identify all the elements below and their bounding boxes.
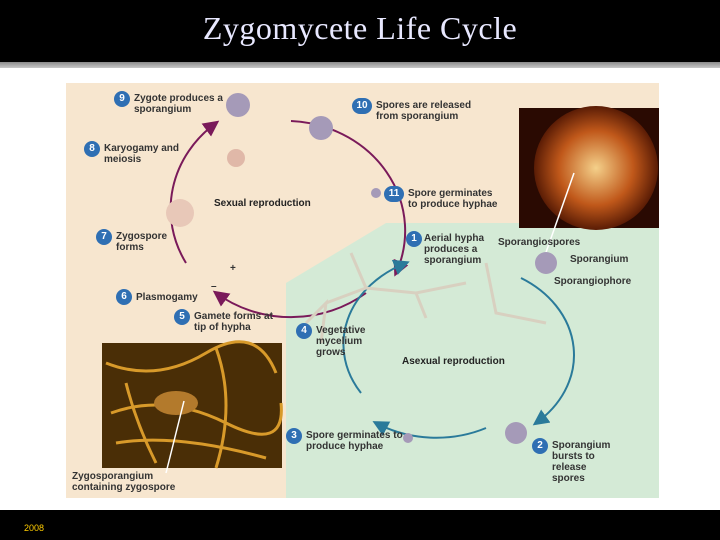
vegetative-mycelium: [304, 252, 547, 344]
zygospore-drawing: [166, 199, 194, 227]
micrograph-pointer: [543, 172, 575, 259]
plus-mating-type: +: [230, 263, 236, 274]
life-cycle-diagram: 1 Aerial hypha produces a sporangium 2 S…: [66, 83, 659, 498]
step-1-label: Aerial hypha produces a sporangium: [424, 233, 485, 266]
step-1-badge: 1: [406, 231, 422, 247]
step-2-badge: 2: [532, 438, 548, 454]
sporangium-micrograph: [534, 106, 658, 230]
title-divider: [0, 62, 720, 68]
sexual-arrow-left: [169, 120, 220, 264]
sexual-arrow-bottom: [212, 290, 367, 319]
step-6-badge: 6: [116, 289, 132, 305]
sporangiospores-label: Sporangiospores: [498, 237, 581, 248]
step-8-label: Karyogamy and meiosis: [104, 143, 180, 165]
germinating-spore-top: [371, 188, 381, 198]
step-4-badge: 4: [296, 323, 312, 339]
germinating-spore-bottom: [403, 433, 413, 443]
slide-title: Zygomycete Life Cycle: [202, 10, 518, 46]
step-8-badge: 8: [84, 141, 100, 157]
step-11-label: Spore germinates to produce hyphae: [408, 188, 498, 210]
diagram-artwork: [102, 93, 659, 498]
zygote-sporangium: [226, 93, 250, 117]
footer-year: 2008: [24, 523, 45, 533]
step-10-badge: 10: [352, 98, 372, 114]
step-9-label: Zygote produces a sporangium: [134, 93, 223, 115]
aerial-sporangium: [535, 252, 557, 274]
step-5-badge: 5: [174, 309, 190, 325]
sporangiophore-label: Sporangiophore: [554, 276, 632, 287]
minus-mating-type: –: [211, 281, 217, 292]
title-bar: [0, 0, 720, 62]
step-5-label: Gamete forms at tip of hypha: [194, 311, 273, 333]
zygospore-pointer: [165, 400, 185, 474]
step-4-label: Vegetative mycelium grows: [316, 325, 366, 358]
step-10-label: Spores are released from sporangium: [376, 100, 472, 122]
step-11-badge: 11: [384, 186, 404, 202]
step-2-label: Sporangium bursts to release spores: [552, 440, 611, 484]
step-3-label: Spore germinates to produce hyphae: [306, 430, 403, 452]
asexual-arrow-right: [520, 277, 575, 426]
sexual-reproduction-heading: Sexual reproduction: [214, 198, 311, 209]
asexual-arrow-left: [342, 259, 410, 394]
released-sporangium: [309, 116, 333, 140]
hyphae-texture: [105, 340, 283, 469]
step-3-badge: 3: [286, 428, 302, 444]
step-9-badge: 9: [114, 91, 130, 107]
footer-bar: [0, 510, 720, 540]
asexual-arrow-bottom: [372, 421, 487, 439]
karyogamy-drawing: [227, 149, 245, 167]
sporangium-label: Sporangium: [570, 254, 629, 265]
step-7-label: Zygospore forms: [116, 231, 168, 253]
zygospore-micrograph: [154, 391, 198, 415]
asexual-reproduction-heading: Asexual reproduction: [402, 356, 505, 367]
step-7-badge: 7: [96, 229, 112, 245]
zygosporangium-label: Zygosporangium containing zygospore: [72, 471, 176, 493]
step-6-label: Plasmogamy: [136, 292, 198, 303]
bursting-sporangium: [505, 422, 527, 444]
